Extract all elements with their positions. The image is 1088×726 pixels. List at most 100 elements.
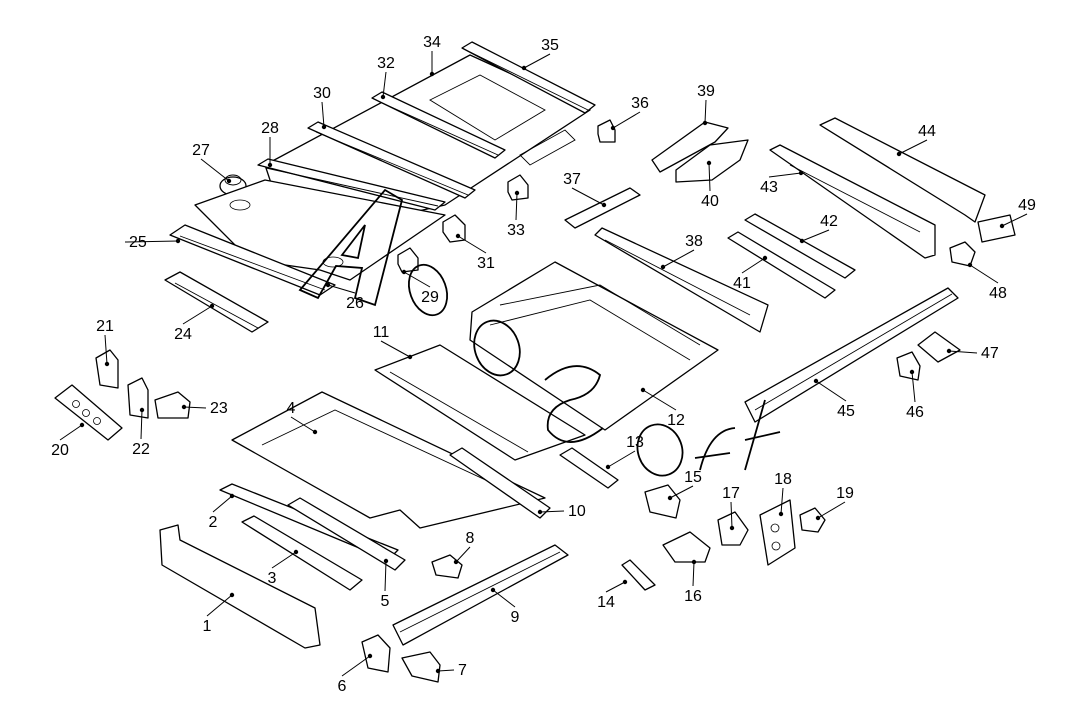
callout-2: 2 [209,493,235,531]
leader-line [104,334,108,365]
part-33-bracket [507,174,529,201]
leader-dot [490,587,496,593]
callout-number: 26 [346,295,364,312]
leader-dot [967,262,973,268]
leader-line [768,172,802,178]
leader-dot [514,190,520,196]
callout-number: 38 [685,233,703,250]
callout-number: 33 [507,222,525,239]
callout-number: 9 [511,609,520,626]
leader-dot [367,653,373,659]
part-30-roof-bow [307,121,476,199]
leader-dot [778,511,784,517]
leader-dot [601,202,607,208]
part-37-rail [564,187,641,229]
callout-44: 44 [896,123,936,157]
part-11-floor-strip [374,344,586,461]
leader-dot [762,255,768,261]
callout-5: 5 [381,558,390,610]
part-24-channel [164,271,269,333]
leader-dot [226,178,232,184]
callout-15: 15 [667,469,702,501]
callout-number: 18 [774,471,792,488]
callout-number: 5 [381,593,390,610]
leader-line [206,594,233,617]
leader-dot [640,387,646,393]
part-18-plate [759,499,796,566]
leader-line [780,487,784,515]
leader-dot [79,422,85,428]
callout-48: 48 [967,262,1007,302]
leader-line [571,187,605,206]
leader-dot [660,264,666,270]
leader-dot [729,525,735,531]
callout-35: 35 [521,37,559,71]
leader-dot [455,233,461,239]
callout-38: 38 [660,233,703,270]
leader-line [321,101,325,128]
callout-18: 18 [774,471,792,517]
callout-16: 16 [684,559,702,605]
leader-dot [605,464,611,470]
leader-line [290,416,316,433]
callout-39: 39 [697,83,715,126]
callout-number: 34 [423,34,441,51]
leader-dot [175,238,181,244]
callout-21: 21 [96,318,114,367]
callout-number: 37 [563,171,581,188]
leader-line [382,71,387,98]
leader-dot [229,592,235,598]
leader-dot [610,125,616,131]
leader-line [437,669,455,672]
leader-dot [537,509,543,515]
leader-line [341,655,371,677]
leader-dot [453,559,459,565]
callout-3: 3 [268,549,299,587]
callout-number: 6 [338,678,347,695]
leader-dot [815,515,821,521]
callout-42: 42 [799,213,838,244]
leader-line [212,495,233,513]
callout-number: 15 [684,469,702,486]
callout-number: 44 [918,123,936,140]
callout-number: 35 [541,37,559,54]
callout-number: 2 [209,514,218,531]
callout-number: 45 [837,403,855,420]
leader-line [948,350,978,354]
leader-dot [798,170,804,176]
callout-46: 46 [906,369,924,421]
callout-9: 9 [490,587,520,626]
leader-line [815,380,847,402]
callout-30: 30 [313,85,331,130]
callout-41: 41 [733,255,768,292]
callout-27: 27 [192,142,232,184]
callout-28: 28 [261,120,279,168]
leader-line [801,229,830,242]
part-20-plate [54,384,123,441]
leader-dot [229,493,235,499]
callout-number: 25 [129,234,147,251]
callout-number: 49 [1018,197,1036,214]
callout-number: 4 [287,400,296,417]
callout-20: 20 [51,422,85,459]
leader-line [669,485,694,499]
leader-line [523,53,551,69]
callout-23: 23 [181,400,228,417]
part-46-bracket [896,351,921,381]
callout-number: 23 [210,400,228,417]
part-23-bracket [154,391,191,419]
callout-43: 43 [760,170,804,196]
callout-40: 40 [701,160,719,210]
leader-dot [139,407,145,413]
callout-33: 33 [507,190,525,239]
part-14-wedge [621,559,656,591]
part-10-rail [449,447,551,519]
leader-dot [321,124,327,130]
part-21-bracket [95,349,119,389]
part-12-rear-floor [469,261,719,431]
leader-dot [312,429,318,435]
leader-dot [435,668,441,674]
leader-dot [706,160,712,166]
leader-dot [293,549,299,555]
part-6-bracket [361,634,391,673]
